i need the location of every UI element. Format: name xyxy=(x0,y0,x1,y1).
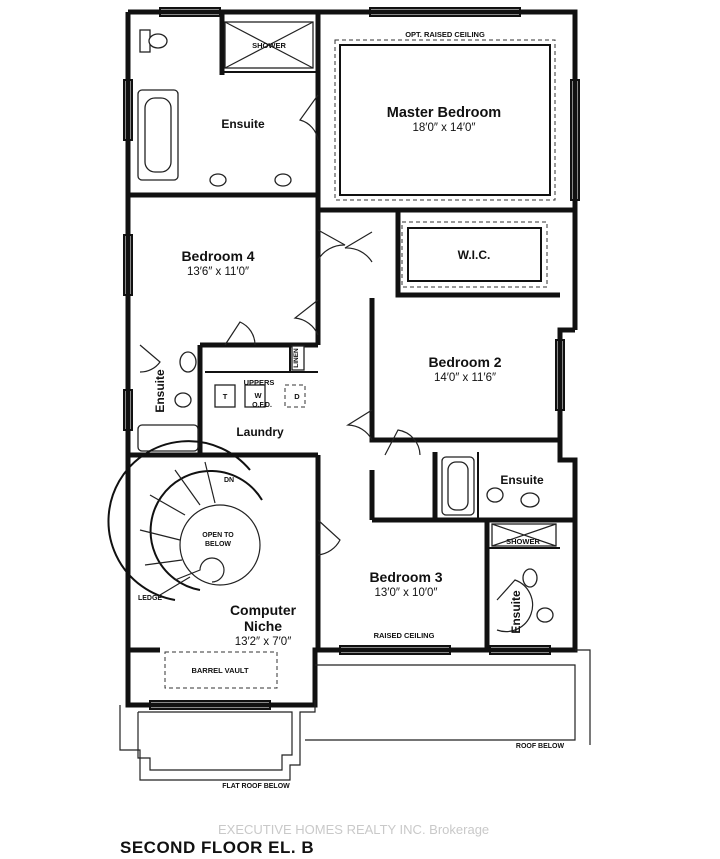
annot-shower-b3: SHOWER xyxy=(506,537,540,546)
annot-open-to-below-2: BELOW xyxy=(205,541,231,548)
room-ensuite-b4-name: Ensuite xyxy=(153,369,167,413)
room-bedroom4-name: Bedroom 4 xyxy=(181,248,254,264)
room-laundry-name: Laundry xyxy=(236,425,284,439)
floor-plan-title: SECOND FLOOR EL. B xyxy=(120,838,315,857)
room-bedroom2-dims: 14′0″ x 11′6″ xyxy=(434,372,496,384)
room-wic-name: W.I.C. xyxy=(458,248,491,262)
room-computer-niche-name-2: Niche xyxy=(244,618,282,634)
annot-ofd: O.F.D. xyxy=(252,402,272,409)
room-bedroom3-dims: 13′0″ x 10′0″ xyxy=(375,587,438,599)
annot-barrel-vault: BARREL VAULT xyxy=(191,666,249,675)
room-ensuite-master-name: Ensuite xyxy=(221,117,265,131)
room-master-bedroom-name: Master Bedroom xyxy=(387,105,501,121)
annot-d: D xyxy=(294,392,300,401)
ceiling-outlines xyxy=(164,39,556,689)
watermark: EXECUTIVE HOMES REALTY INC. Brokerage xyxy=(218,822,490,837)
room-computer-niche-dims: 13′2″ x 7′0″ xyxy=(235,636,292,648)
annot-flat-roof-below: FLAT ROOF BELOW xyxy=(222,783,290,790)
room-bedroom2-name: Bedroom 2 xyxy=(428,354,501,370)
spiral-staircase xyxy=(107,440,263,601)
annot-raised-ceiling: RAISED CEILING xyxy=(374,631,435,640)
room-ensuite-b2-name: Ensuite xyxy=(500,473,544,487)
room-computer-niche-name-1: Computer xyxy=(230,602,297,618)
annot-shower-top: SHOWER xyxy=(252,41,286,50)
annot-ledge: LEDGE xyxy=(138,595,162,602)
room-ensuite-b3-name: Ensuite xyxy=(509,590,523,634)
fixtures xyxy=(137,21,557,623)
annot-open-to-below-1: OPEN TO xyxy=(202,532,234,539)
annot-t: T xyxy=(223,392,228,401)
annot-dn: DN xyxy=(224,477,234,484)
roof-outlines xyxy=(119,649,591,781)
annot-opt-raised-ceiling: OPT. RAISED CEILING xyxy=(405,30,485,39)
doors xyxy=(139,94,534,633)
annot-w: W xyxy=(254,391,262,400)
interior-walls xyxy=(128,12,575,650)
room-bedroom3-name: Bedroom 3 xyxy=(369,569,442,585)
windows xyxy=(123,7,580,710)
annot-roof-below: ROOF BELOW xyxy=(516,743,565,750)
annot-uppers: UPPERS xyxy=(244,378,275,387)
room-bedroom4-dims: 13′6″ x 11′0″ xyxy=(187,266,249,278)
annot-linen: LINEN xyxy=(293,348,300,368)
room-master-bedroom-dims: 18′0″ x 14′0″ xyxy=(413,122,476,134)
